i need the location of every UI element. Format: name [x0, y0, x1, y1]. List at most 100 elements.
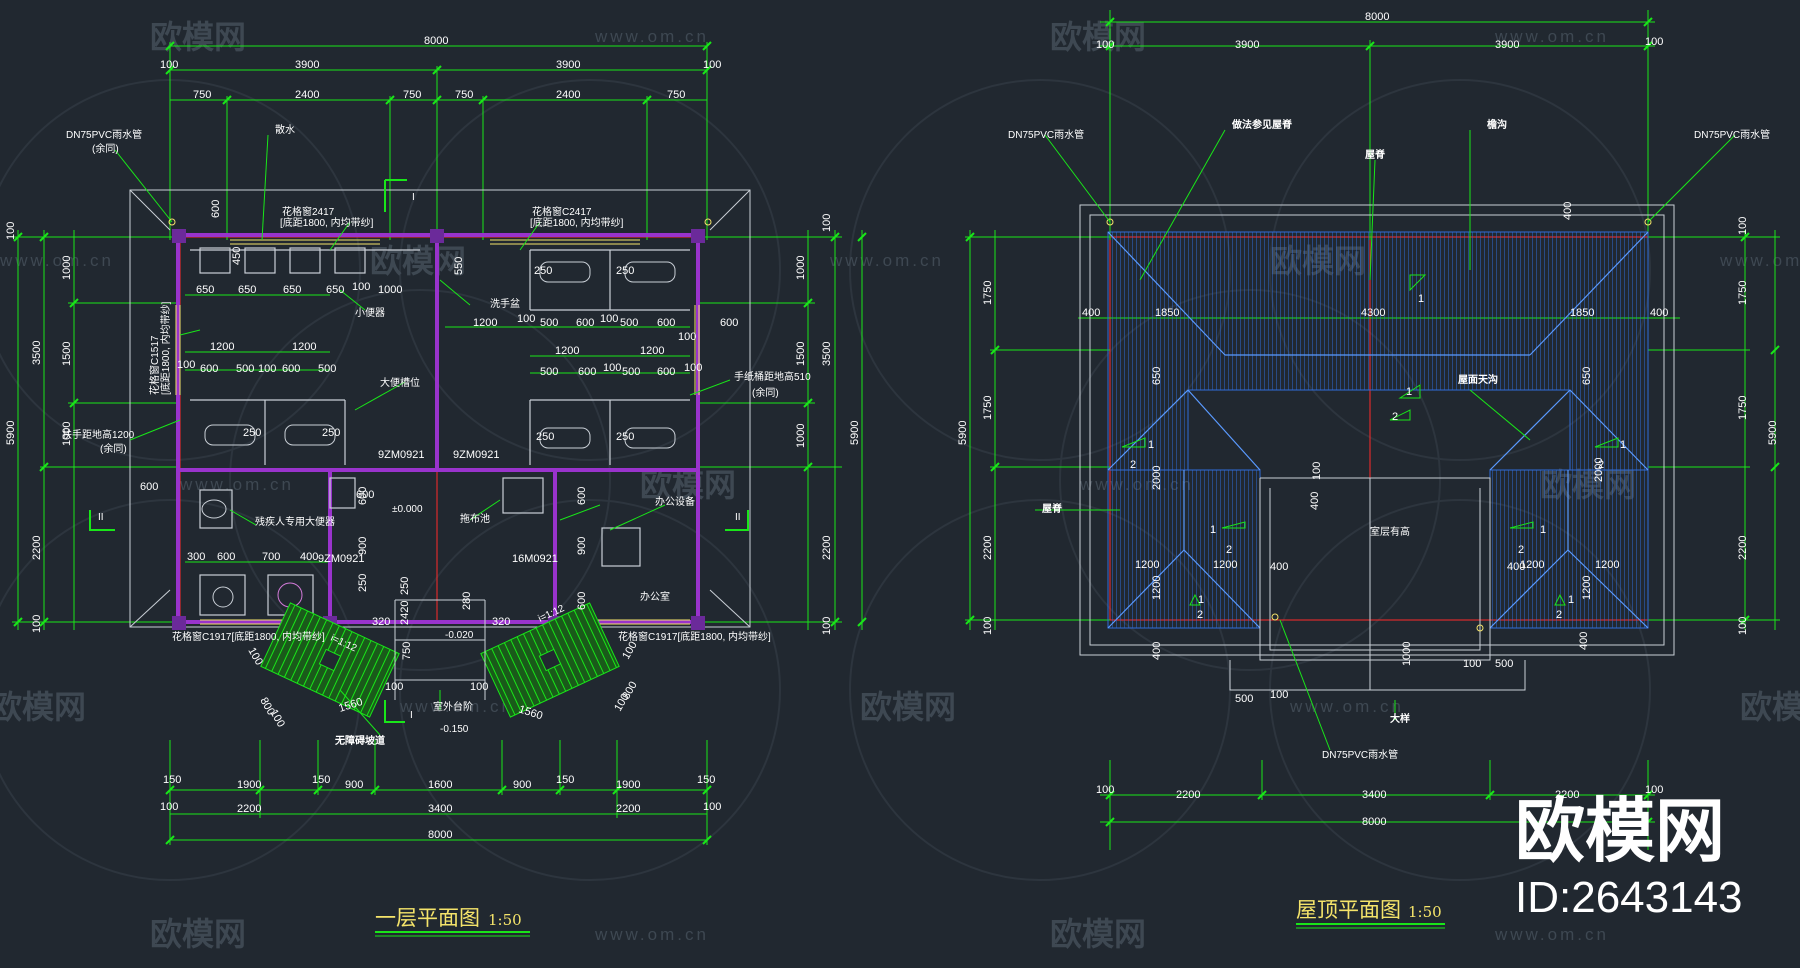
dim-text: 8000	[428, 829, 452, 841]
slope-number: 2	[1226, 544, 1232, 556]
dims-inner: 650 650 650 650 100 1000 1200 1200 100 6…	[140, 200, 738, 730]
dim-text: 2200	[1737, 536, 1749, 560]
floor-plan-labels: DN75PVC雨水管 (余同) 散水 花格窗2417 [底距1800, 内均带纱…	[62, 123, 811, 747]
dim-text: 100	[352, 281, 370, 293]
dim-text: 100	[982, 617, 994, 635]
dim-text: 100	[267, 708, 287, 730]
dim-text: 2200	[821, 536, 833, 560]
dim-text: 100	[517, 313, 535, 325]
watermark-url: www.om.cn	[0, 251, 114, 270]
dim-text: 100	[684, 362, 702, 374]
dim-text: 100	[160, 801, 178, 813]
watermark-url: www.om.cn	[1719, 251, 1800, 270]
dim-text: 100	[177, 359, 195, 371]
dim-text: 500	[1235, 693, 1253, 705]
dims-right: 100 1000 1500 3500 1000 2200 100 5900	[795, 214, 861, 635]
dim-text: 1200	[473, 317, 497, 329]
section-label: II	[735, 512, 741, 523]
dim-text: 750	[667, 89, 685, 101]
dim-text: 100	[703, 801, 721, 813]
dim-text: 100	[1737, 617, 1749, 635]
window-label: 花格窗2417	[282, 205, 335, 218]
dim-text: 100	[703, 59, 721, 71]
dim-text: 600	[578, 366, 596, 378]
dim-text: 1000	[378, 284, 402, 296]
dim-text: 900	[513, 779, 531, 791]
dim-text: 650	[1151, 367, 1163, 385]
drawing-title: 屋顶平面图	[1296, 898, 1401, 922]
dim-text: 150	[312, 774, 330, 786]
dims-inner: 650 650 1200 1200 400 400 1200 1200 1200…	[1135, 202, 1619, 705]
elevation-label: -0.150	[440, 724, 469, 735]
dim-text: 1200	[1213, 559, 1237, 571]
dim-text: 1750	[1737, 281, 1749, 305]
dim-text: 600	[657, 317, 675, 329]
leader-lines	[1035, 129, 1736, 751]
dim-text: 100	[5, 222, 17, 240]
dim-text: 450	[231, 247, 243, 265]
dim-text: 500	[540, 366, 558, 378]
dim-text: 2400	[295, 89, 319, 101]
dim-text: 250	[616, 265, 634, 277]
slope-number: 2	[1197, 609, 1203, 621]
slope-number: 2	[1518, 544, 1524, 556]
dim-text: 500	[236, 363, 254, 375]
pipe-label: DN75PVC雨水管	[1694, 128, 1770, 141]
office-equipment-label: 办公设备	[655, 495, 695, 508]
watermark-logo: 欧模网	[150, 916, 246, 952]
ridge-label: 屋脊	[1042, 502, 1063, 515]
watermark-url: www.om.cn	[1289, 697, 1404, 716]
dim-text: 100	[470, 681, 488, 693]
dim-text: 1000	[61, 422, 73, 446]
dim-text: 1750	[1737, 396, 1749, 420]
pipe-markers	[168, 218, 712, 226]
dim-text: 750	[455, 89, 473, 101]
dimension-ticks	[13, 41, 867, 845]
lower-roof-outline	[1229, 477, 1526, 691]
dim-text: 5900	[1767, 421, 1779, 445]
roof-plan-labels: DN75PVC雨水管 DN75PVC雨水管 DN75PVC雨水管 做法参见屋脊 …	[1008, 118, 1770, 761]
dim-text: 1000	[795, 256, 807, 280]
dim-text: 5900	[849, 421, 861, 445]
ridge-label: 屋脊	[1365, 148, 1386, 161]
dims-left: 5900 1750 1750 2200 100	[957, 281, 994, 635]
roof-slopes	[1107, 231, 1649, 629]
dim-text: 500	[622, 366, 640, 378]
dim-text: 600	[200, 363, 218, 375]
dim-text: 250	[243, 427, 261, 439]
dim-text: 320	[372, 616, 390, 628]
dim-text: 600	[576, 592, 588, 610]
detail-label: 大样	[1390, 712, 1410, 725]
dimension-lines	[965, 10, 1780, 850]
dim-text: 100	[1311, 462, 1323, 480]
door-label: 9ZM0921	[453, 449, 499, 461]
dim-text: 100	[1645, 36, 1663, 48]
dim-text: 1200	[210, 341, 234, 353]
dim-text: 750	[193, 89, 211, 101]
watermark-logo: 欧模网	[0, 689, 86, 725]
partitions	[190, 247, 690, 616]
pipe-note: (余同)	[92, 142, 119, 155]
brand-id: ID:2643143	[1515, 873, 1743, 922]
dim-text: 600	[657, 366, 675, 378]
elevation-label: ±0.000	[392, 504, 423, 515]
dim-text: 750	[403, 89, 421, 101]
dim-text: 400	[1151, 642, 1163, 660]
apron-label: 散水	[275, 123, 295, 136]
urinal-label: 小便器	[355, 306, 385, 319]
dim-text: 100	[600, 313, 618, 325]
dim-text: 100	[1096, 784, 1114, 796]
dim-text: 400	[1309, 492, 1321, 510]
dim-text: 250	[534, 265, 552, 277]
dims-top: 8000 3900 3900 100 100 750 2400 750 750 …	[160, 35, 721, 101]
mop-sink-label: 拖布池	[460, 512, 490, 525]
window-label: 花格窗C1517	[148, 335, 161, 395]
dim-text: 650	[283, 284, 301, 296]
dim-text: 3900	[295, 59, 319, 71]
dim-text: 500	[1495, 658, 1513, 670]
pipe-label: DN75PVC雨水管	[1008, 128, 1084, 141]
ridge-lines	[1107, 231, 1649, 629]
watermark-url: www.om.cn	[1494, 925, 1609, 944]
dim-text: 1200	[1581, 576, 1593, 600]
